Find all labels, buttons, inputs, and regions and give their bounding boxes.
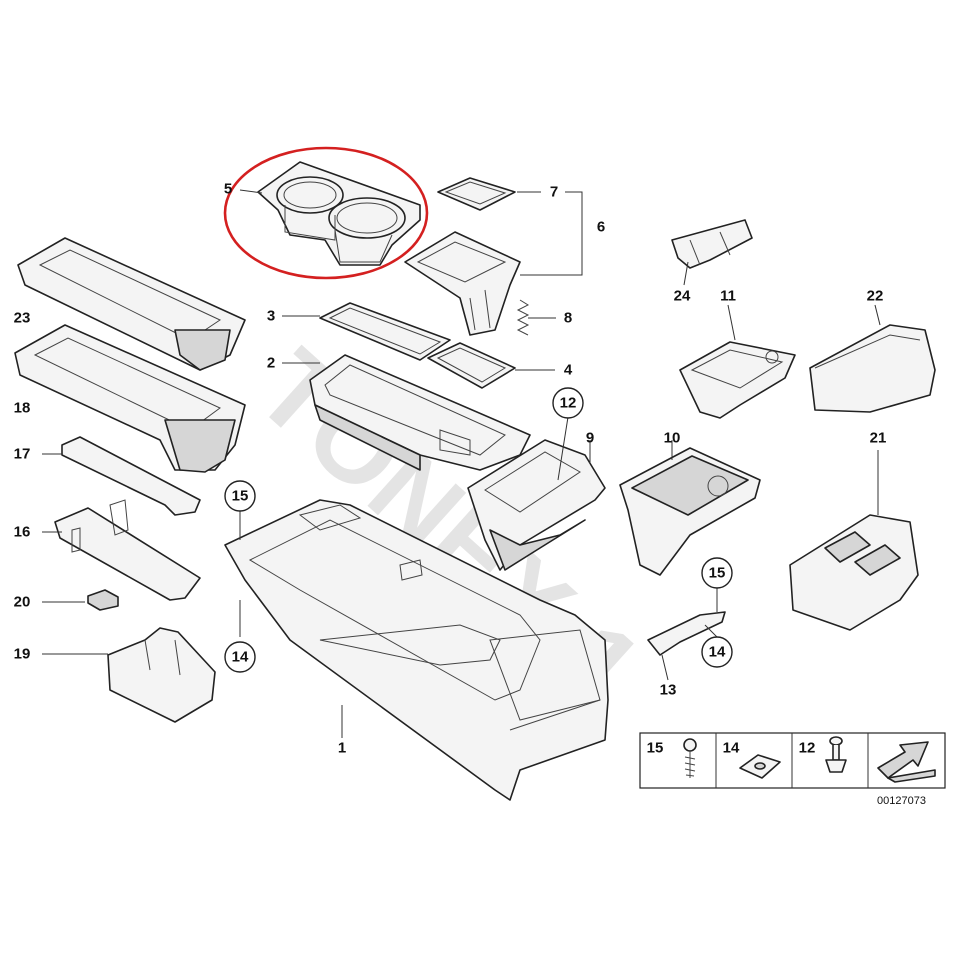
part-24-clip[interactable] [671, 219, 753, 269]
part-17-trim-rail[interactable] [61, 436, 201, 516]
label-21: 21 [870, 430, 887, 447]
part-1-console-body[interactable] [224, 499, 609, 801]
part-13-small-bracket[interactable] [647, 611, 726, 656]
label-16: 16 [14, 524, 31, 541]
part-20-small-pad[interactable] [87, 589, 119, 611]
callout-14-right: 14 [701, 636, 733, 668]
leader-lines [42, 189, 881, 738]
label-6: 6 [597, 219, 605, 236]
label-3: 3 [267, 308, 275, 325]
part-7-coin-tray-insert[interactable] [437, 177, 516, 211]
callout-15-right: 15 [701, 557, 733, 589]
fastener-legend: 15 14 12 [639, 732, 946, 789]
part-8-spring[interactable] [516, 299, 530, 336]
label-18: 18 [14, 400, 31, 417]
label-2: 2 [267, 355, 275, 372]
part-6-coin-box[interactable] [404, 231, 521, 336]
screw-icon [683, 738, 697, 778]
svg-text:15: 15 [232, 488, 249, 505]
diagram-reference-number: 00127073 [877, 795, 926, 807]
highlight-circle [223, 146, 429, 280]
label-1: 1 [338, 740, 346, 757]
label-8: 8 [564, 310, 572, 327]
label-22: 22 [867, 288, 884, 305]
part-2-storage-tray[interactable] [309, 354, 531, 471]
direction-arrow-icon [877, 741, 936, 783]
label-13: 13 [660, 682, 677, 699]
svg-text:12: 12 [560, 395, 577, 412]
label-5: 5 [224, 181, 232, 198]
label-4: 4 [564, 362, 573, 379]
part-10-ashtray-insert[interactable] [619, 447, 761, 576]
svg-text:14: 14 [709, 644, 726, 661]
legend-label-12: 12 [799, 740, 816, 757]
svg-text:14: 14 [232, 649, 249, 666]
part-23-trim-frame-upper[interactable] [17, 237, 246, 371]
part-4-small-mat[interactable] [427, 342, 516, 389]
label-7: 7 [550, 184, 558, 201]
svg-text:15: 15 [709, 565, 726, 582]
label-20: 20 [14, 594, 31, 611]
label-24: 24 [674, 288, 691, 305]
label-23: 23 [14, 310, 31, 327]
nut-clip-icon [739, 754, 781, 779]
label-19: 19 [14, 646, 31, 663]
callout-14-left: 14 [224, 641, 256, 673]
part-3-rubber-mat[interactable] [319, 302, 451, 361]
legend-label-14: 14 [723, 740, 740, 757]
part-22-cover-panel[interactable] [809, 324, 936, 413]
label-17: 17 [14, 446, 31, 463]
part-21-switch-block[interactable] [789, 514, 919, 631]
part-11-storage-compartment[interactable] [679, 341, 796, 419]
part-5-cup-holder[interactable] [257, 161, 421, 266]
label-9: 9 [586, 430, 594, 447]
callout-15-left: 15 [224, 480, 256, 512]
part-18-trim-frame-lower[interactable] [14, 324, 246, 473]
part-9-ashtray-housing[interactable] [467, 439, 606, 571]
label-11: 11 [720, 288, 736, 305]
rivet-icon [825, 736, 847, 773]
part-16-mounting-bracket[interactable] [54, 499, 201, 601]
part-19-cover[interactable] [107, 627, 216, 723]
label-10: 10 [664, 430, 681, 447]
legend-label-15: 15 [647, 740, 664, 757]
callout-12: 12 [552, 387, 584, 419]
